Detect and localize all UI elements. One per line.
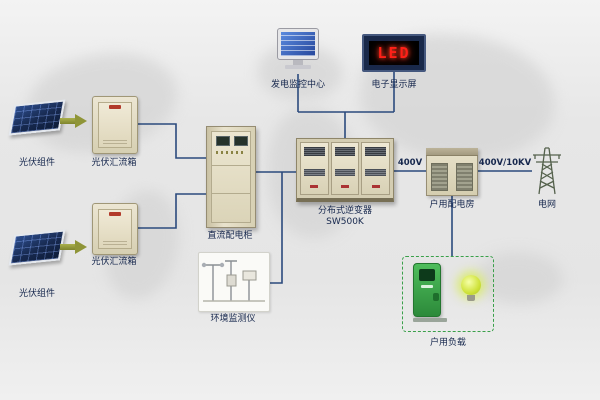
combiner-logo (109, 212, 121, 216)
monitor-base (285, 65, 311, 69)
combiner-box-1 (92, 96, 138, 154)
inverter-section (361, 142, 391, 195)
monitor-screen (281, 32, 315, 56)
charger-screen (419, 269, 435, 281)
cabinet-display-1 (216, 136, 230, 146)
vent (334, 147, 356, 156)
arrow-head (75, 114, 87, 128)
inverter-section (330, 142, 360, 195)
dc-cabinet (206, 126, 256, 228)
monitoring-center-label: 发电监控中心 (270, 80, 325, 90)
room-roof (426, 148, 478, 156)
power-grid-label: 电网 (537, 200, 556, 210)
cabinet-panel (211, 131, 251, 223)
solar-panel-icon (8, 229, 66, 266)
vent (334, 169, 356, 176)
charger-base (413, 318, 447, 322)
cabinet-seam (211, 165, 251, 166)
pv-module-2-label: 光伏组件 (18, 289, 55, 299)
led-screen: LED (368, 41, 420, 65)
ev-charger-icon (413, 263, 441, 317)
room-door (456, 163, 473, 191)
pv-module-1 (8, 99, 66, 138)
combiner-vent (103, 239, 127, 245)
arrow-shaft (60, 118, 75, 124)
inverter-section (300, 142, 329, 195)
dc-cabinet-label: 直流配电柜 (207, 231, 253, 241)
household-load-label: 户用负载 (429, 338, 466, 348)
power-grid-tower (530, 142, 564, 196)
room-door (431, 163, 448, 191)
light-bulb (459, 275, 483, 301)
edge-label-400v: 400V (397, 158, 423, 168)
vent (304, 147, 325, 156)
map-blob-australia (478, 252, 563, 304)
badge (341, 185, 349, 188)
led-display-label: 电子显示屏 (371, 80, 417, 90)
environment-monitor-label: 环境监测仪 (210, 314, 256, 324)
cabinet-seam (211, 193, 251, 194)
environment-monitor (198, 252, 270, 312)
solar-panel-icon (8, 99, 66, 136)
badge (310, 185, 319, 188)
inverter-name: 分布式逆变器 (317, 206, 372, 216)
charger-plug (433, 293, 439, 301)
combiner-box-2 (92, 203, 138, 255)
combiner-logo (109, 105, 121, 109)
charger-slot (421, 285, 433, 288)
edge-label-400v-10kv: 400V/10KV (478, 158, 532, 168)
room-doors (427, 163, 477, 191)
arrow-head (75, 240, 87, 254)
cabinet-indicators (216, 151, 246, 154)
inverter (296, 138, 394, 202)
led-text: LED (377, 43, 411, 62)
distribution-room (426, 148, 478, 196)
vent (304, 169, 325, 176)
combiner-vent (103, 138, 127, 144)
transmission-tower-icon (533, 147, 561, 195)
arrow-shaft (60, 244, 75, 250)
combiner-box-1-label: 光伏汇流箱 (91, 158, 137, 168)
vent (365, 147, 387, 156)
light-bulb-base (467, 295, 475, 301)
cabinet-display-2 (234, 136, 248, 146)
inverter-label: 分布式逆变器 SW500K (305, 206, 385, 229)
badge (371, 185, 380, 188)
flow-arrow-2-icon (60, 240, 88, 254)
monitor-stand (293, 60, 303, 65)
pv-module-2 (8, 229, 66, 268)
vent (365, 169, 387, 176)
monitoring-center (274, 28, 322, 74)
pv-module-1-label: 光伏组件 (18, 158, 55, 168)
flow-arrow-1-icon (60, 114, 88, 128)
inverter-model: SW500K (326, 217, 364, 228)
distribution-room-label: 户用配电房 (429, 200, 475, 210)
household-load-box (402, 256, 494, 332)
combiner-box-2-label: 光伏汇流箱 (91, 257, 137, 267)
led-display: LED (362, 34, 426, 72)
monitor-frame (277, 28, 319, 60)
light-bulb-icon (461, 275, 481, 295)
ev-charger (413, 263, 447, 322)
weather-station-icon (201, 260, 265, 302)
